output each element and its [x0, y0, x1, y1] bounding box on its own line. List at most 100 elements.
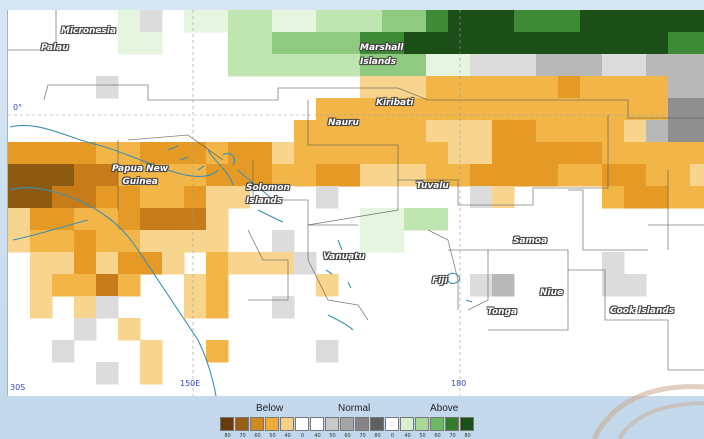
- grid-cell: [206, 186, 251, 209]
- grid-cell: [30, 252, 75, 275]
- label-marshall-islands: Marshall Islands: [360, 43, 404, 67]
- grid-cell: [8, 164, 75, 187]
- grid-cell: [360, 230, 405, 253]
- grid-cell: [184, 10, 229, 33]
- grid-cell: [206, 164, 273, 187]
- grid-cell: [316, 274, 339, 297]
- legend-tick: 40: [284, 433, 291, 439]
- label-samoa: Samoa: [513, 236, 548, 246]
- grid-cell: [580, 76, 669, 99]
- grid-cell: [624, 274, 647, 297]
- lat-label-equator: 0°: [13, 103, 23, 112]
- grid-cell: [96, 362, 119, 385]
- grid-cell: [360, 208, 405, 231]
- grid-cell: [382, 10, 427, 33]
- grid-cell: [360, 164, 427, 187]
- lon-label-180: 180: [451, 379, 467, 388]
- grid-cell: [294, 252, 317, 275]
- grid-cell: [558, 76, 581, 99]
- grid-cell: [8, 186, 53, 209]
- legend-swatches: [220, 417, 475, 432]
- legend-swatch: [280, 417, 294, 431]
- grid-cell: [250, 186, 295, 209]
- grid-cell: [30, 230, 75, 253]
- label-tuvalu: Tuvalu: [416, 181, 449, 191]
- grid-cell: [118, 318, 141, 341]
- legend-normal-label: Normal: [338, 403, 371, 414]
- grid-cell: [118, 32, 163, 55]
- grid-cell: [74, 274, 97, 297]
- label-niue: Niue: [540, 288, 564, 298]
- legend-tick: 60: [434, 433, 441, 439]
- grid-cell: [426, 120, 493, 143]
- grid-cell: [470, 274, 493, 297]
- legend-swatch: [250, 417, 264, 431]
- grid-cell: [52, 274, 75, 297]
- label-palau: Palau: [41, 43, 69, 53]
- grid-cell: [30, 296, 53, 319]
- grid-cell: [602, 186, 625, 209]
- grid-cell: [536, 54, 603, 77]
- legend-tick: 80: [224, 433, 231, 439]
- grid-cell: [74, 230, 97, 253]
- grid-cell: [52, 142, 97, 165]
- grid-cell: [272, 252, 295, 275]
- logo-watermark: [591, 384, 704, 439]
- legend-swatch: [415, 417, 429, 431]
- legend-swatch: [400, 417, 414, 431]
- legend-tick: 70: [449, 433, 456, 439]
- label-cook-islands: Cook Islands: [610, 306, 675, 316]
- label-kiribati: Kiribati: [376, 98, 414, 108]
- grid-cell: [118, 274, 141, 297]
- legend-tick: 40: [404, 433, 411, 439]
- grid-cell: [492, 274, 515, 297]
- grid-cell: [140, 362, 163, 385]
- grid-cell: [492, 120, 537, 143]
- grid-cell: [536, 120, 625, 143]
- grid-cell: [514, 10, 581, 33]
- grid-cell: [448, 142, 493, 165]
- grid-cell: [96, 252, 119, 275]
- grid-cell: [96, 274, 119, 297]
- grid-cell: [272, 32, 361, 55]
- legend-tick: 0: [300, 433, 305, 439]
- grid-cell: [558, 164, 603, 187]
- grid-cell: [580, 10, 704, 33]
- grid-cell: [316, 340, 339, 363]
- label-vanuatu: Vanuatu: [323, 252, 365, 262]
- grid-cell: [30, 208, 75, 231]
- grid-cell: [272, 10, 317, 33]
- grid-cell: [668, 76, 704, 99]
- grid-cell: [162, 252, 185, 275]
- legend-tick: 40: [314, 433, 321, 439]
- grid-cell: [206, 142, 229, 165]
- grid-cell: [602, 274, 625, 297]
- legend-swatch: [355, 417, 369, 431]
- boundary-lines: [8, 10, 704, 396]
- grid-cell: [404, 208, 449, 231]
- grid-cell: [228, 142, 273, 165]
- grid-cell: [140, 340, 163, 363]
- legend-tick: 0: [390, 433, 395, 439]
- legend-above-label: Above: [430, 403, 459, 414]
- grid-cell: [206, 296, 229, 319]
- grid-cell: [140, 208, 207, 231]
- grid-cell: [426, 10, 449, 33]
- grid-cell: [360, 54, 427, 77]
- label-nauru: Nauru: [328, 118, 359, 128]
- grid-cell: [74, 208, 119, 231]
- lat-label-30s: 30S: [10, 383, 26, 392]
- grid-cell: [30, 274, 53, 297]
- grid-cell: [294, 142, 383, 165]
- grid-cell: [118, 208, 141, 231]
- grid-cell: [140, 142, 207, 165]
- grid-cell: [206, 340, 229, 363]
- grid-cell: [74, 164, 119, 187]
- legend-tick: 80: [374, 433, 381, 439]
- grid-cell: [52, 186, 97, 209]
- legend-swatch: [310, 417, 324, 431]
- legend-swatch: [265, 417, 279, 431]
- grid-cell: [646, 54, 704, 77]
- grid-cell: [316, 186, 339, 209]
